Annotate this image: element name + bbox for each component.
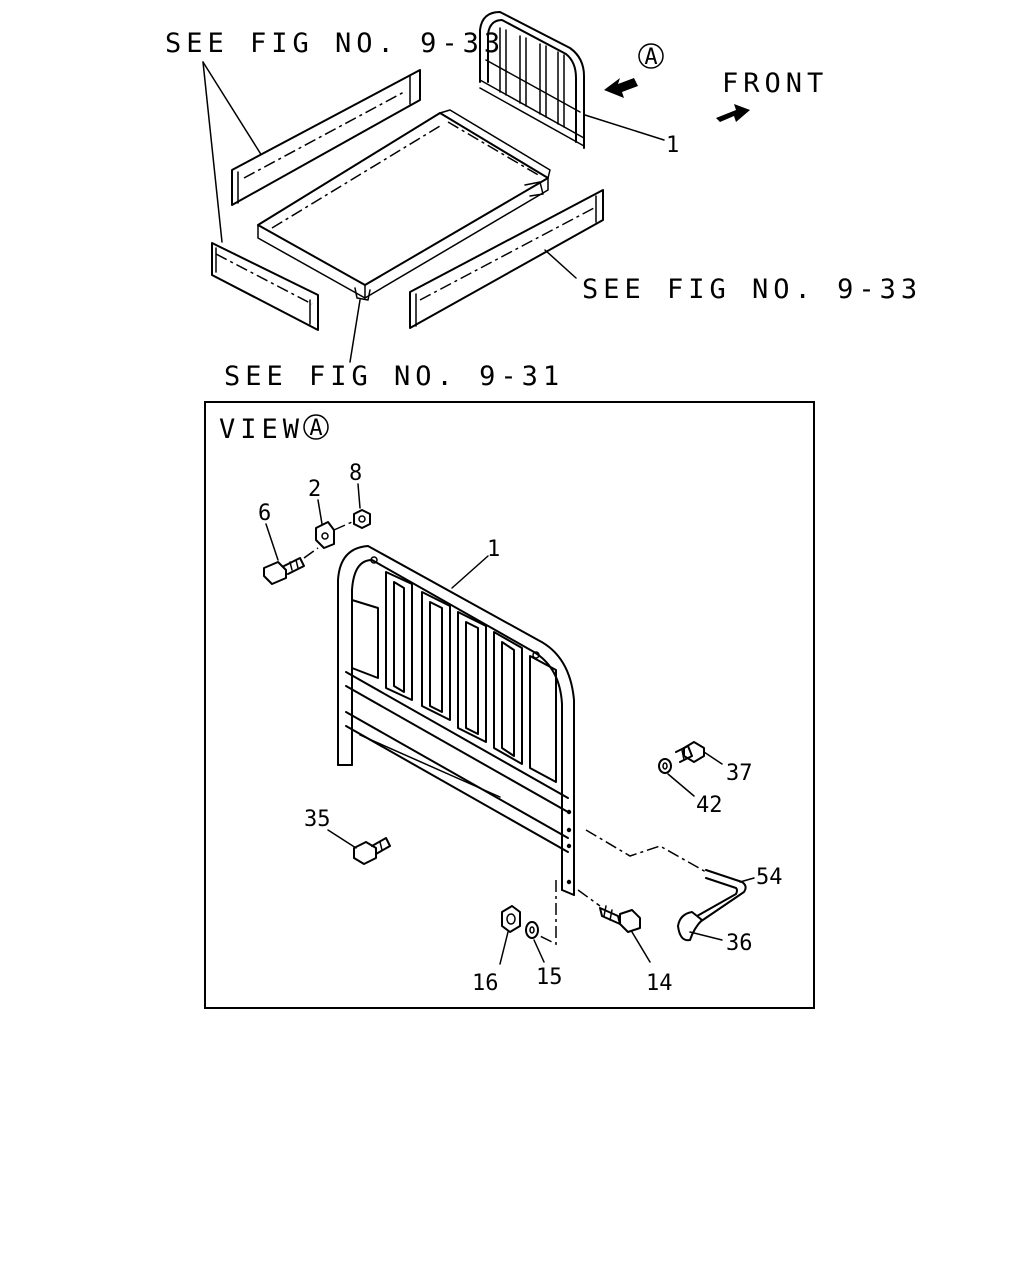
- view-marker-upper: A: [644, 45, 657, 70]
- leader-line: [533, 939, 545, 963]
- leader-line: [317, 499, 323, 525]
- upper-exploded-view: SEE FIG NO. 9-33: [165, 11, 922, 392]
- assembly-line: [585, 829, 707, 873]
- view-title-marker-circle: [303, 414, 329, 440]
- leader-line: [451, 555, 489, 589]
- callout-37: 37: [726, 761, 753, 786]
- view-a-arrow: A: [604, 43, 664, 98]
- tail-panel: [211, 242, 319, 331]
- view-a-panel: VIEW A: [204, 401, 815, 1009]
- view-frame: [204, 401, 815, 1009]
- leader-line: [689, 931, 723, 941]
- ref-label-top-left: SEE FIG NO. 9-33: [165, 28, 505, 59]
- bracket-2: [315, 521, 335, 549]
- leader-line: [631, 931, 651, 963]
- callout-15: 15: [536, 965, 563, 990]
- leader-line: [544, 249, 577, 279]
- callout-16: 16: [472, 971, 499, 996]
- callout-8: 8: [349, 461, 362, 486]
- front-arrow: FRONT: [716, 68, 828, 122]
- leader-line: [327, 829, 357, 849]
- leader-line: [499, 931, 509, 965]
- leader-line: [584, 114, 665, 141]
- bolt-6: [263, 557, 305, 585]
- ref-label-bottom: SEE FIG NO. 9-31: [224, 361, 564, 392]
- leader-line: [739, 877, 755, 883]
- leader-line: [357, 483, 361, 509]
- callout-54: 54: [756, 865, 783, 890]
- headboard-large: [337, 545, 575, 896]
- callout-1-upper: 1: [666, 133, 679, 158]
- bolt-35: [353, 837, 391, 865]
- leader-line: [667, 773, 695, 797]
- leader-line: [265, 523, 279, 561]
- nut-16: [501, 905, 521, 933]
- view-marker-circle: [638, 43, 664, 69]
- callout-6: 6: [258, 501, 271, 526]
- callout-2: 2: [308, 477, 321, 502]
- nut-8: [353, 509, 371, 529]
- ref-label-right: SEE FIG NO. 9-33: [582, 274, 922, 305]
- view-title-marker: A: [309, 416, 322, 441]
- side-panel-near: [409, 189, 604, 329]
- leader-line: [703, 751, 723, 765]
- cap-36: [677, 911, 703, 942]
- callout-36: 36: [726, 931, 753, 956]
- washer-15: [525, 921, 539, 939]
- callout-14: 14: [646, 971, 673, 996]
- callout-35: 35: [304, 807, 331, 832]
- callout-42: 42: [696, 793, 723, 818]
- leader-line: [202, 61, 263, 157]
- bolt-37: [675, 741, 705, 763]
- callout-1: 1: [487, 537, 500, 562]
- leader-line: [202, 61, 223, 243]
- headboard-slats: [351, 571, 557, 783]
- headboard-small: [479, 11, 585, 149]
- view-title: VIEW: [219, 414, 304, 445]
- bolt-14: [599, 905, 641, 933]
- assembly-line: [539, 880, 557, 946]
- side-panel-far: [231, 69, 421, 206]
- floor-panel: [257, 109, 551, 301]
- washer-42: [658, 758, 672, 774]
- front-label: FRONT: [722, 68, 828, 99]
- leader-line: [349, 299, 361, 363]
